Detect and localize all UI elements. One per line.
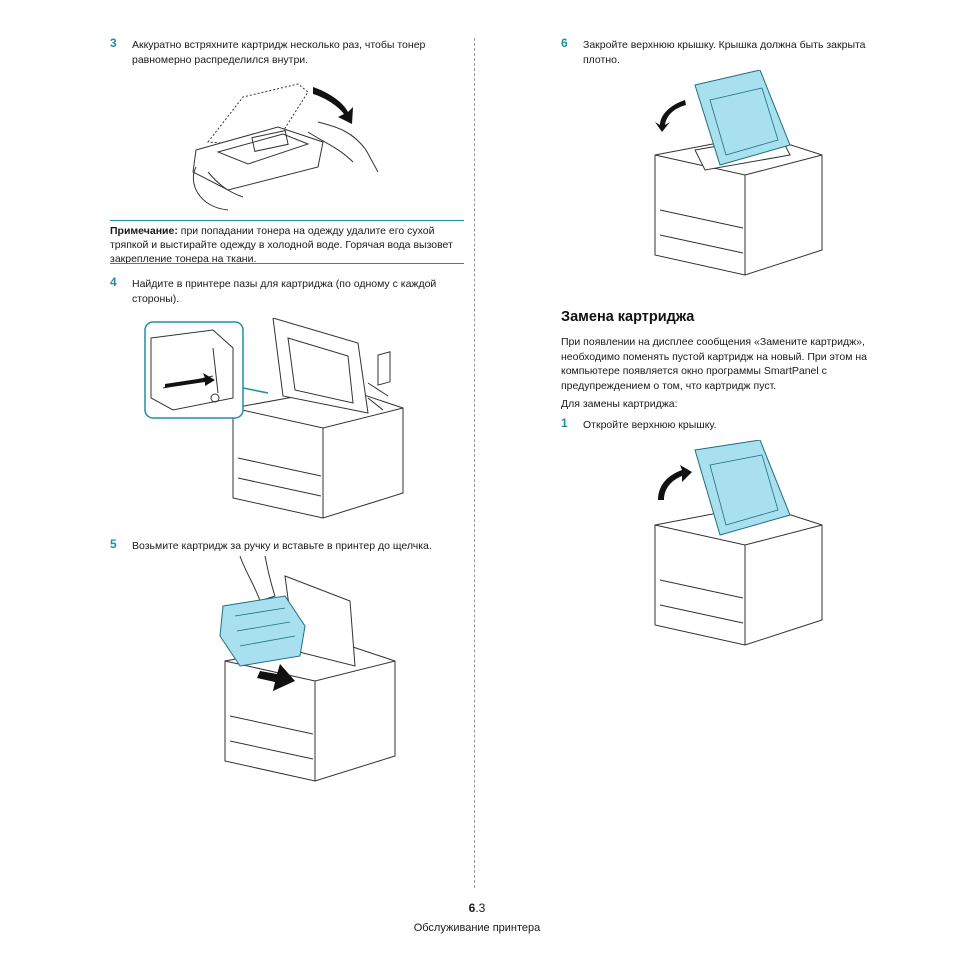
step-number: 1 xyxy=(561,416,568,430)
slot-arrow-icon xyxy=(165,373,215,388)
page-number: 6.3 xyxy=(0,901,954,915)
close-arrow-icon xyxy=(655,100,686,132)
step-text: Аккуратно встряхните картридж несколько … xyxy=(132,39,426,66)
insert-arrow-icon xyxy=(257,664,295,691)
note-label: Примечание: xyxy=(110,225,178,237)
open-cover-illustration xyxy=(654,440,823,646)
step-text: Откройте верхнюю крышку. xyxy=(583,419,717,431)
shake-cartridge-illustration xyxy=(192,83,379,211)
close-cover-illustration xyxy=(654,70,823,276)
printer-slots-illustration xyxy=(144,318,404,519)
insert-cartridge-illustration xyxy=(219,556,396,782)
step-number: 5 xyxy=(110,537,117,551)
step-text: Закройте верхнюю крышку. Крышка должна б… xyxy=(583,39,866,66)
column-divider xyxy=(474,38,475,888)
step-number: 4 xyxy=(110,275,117,289)
callout-box xyxy=(144,321,244,419)
step-text: Возьмите картридж за ручку и вставьте в … xyxy=(132,540,432,552)
note-text: при попадании тонера на одежду удалите е… xyxy=(110,225,453,265)
step-number: 6 xyxy=(561,36,568,50)
open-arrow-icon xyxy=(658,465,692,500)
footer-label: Обслуживание принтера xyxy=(413,922,541,934)
step-number: 3 xyxy=(110,36,117,50)
note-bottom-rule xyxy=(110,263,464,264)
section-lead: Для замены картриджа: xyxy=(561,398,678,410)
step-text: Найдите в принтере пазы для картриджа (п… xyxy=(132,278,437,305)
section-intro: При появлении на дисплее сообщения «Заме… xyxy=(561,336,867,392)
shake-arrow-icon xyxy=(313,87,353,124)
note-box: Примечание: при попадании тонера на одеж… xyxy=(110,220,464,266)
section-title: Замена картриджа xyxy=(561,309,695,325)
page-sub-number: .3 xyxy=(475,901,486,915)
chapter-number: 6 xyxy=(468,901,476,915)
